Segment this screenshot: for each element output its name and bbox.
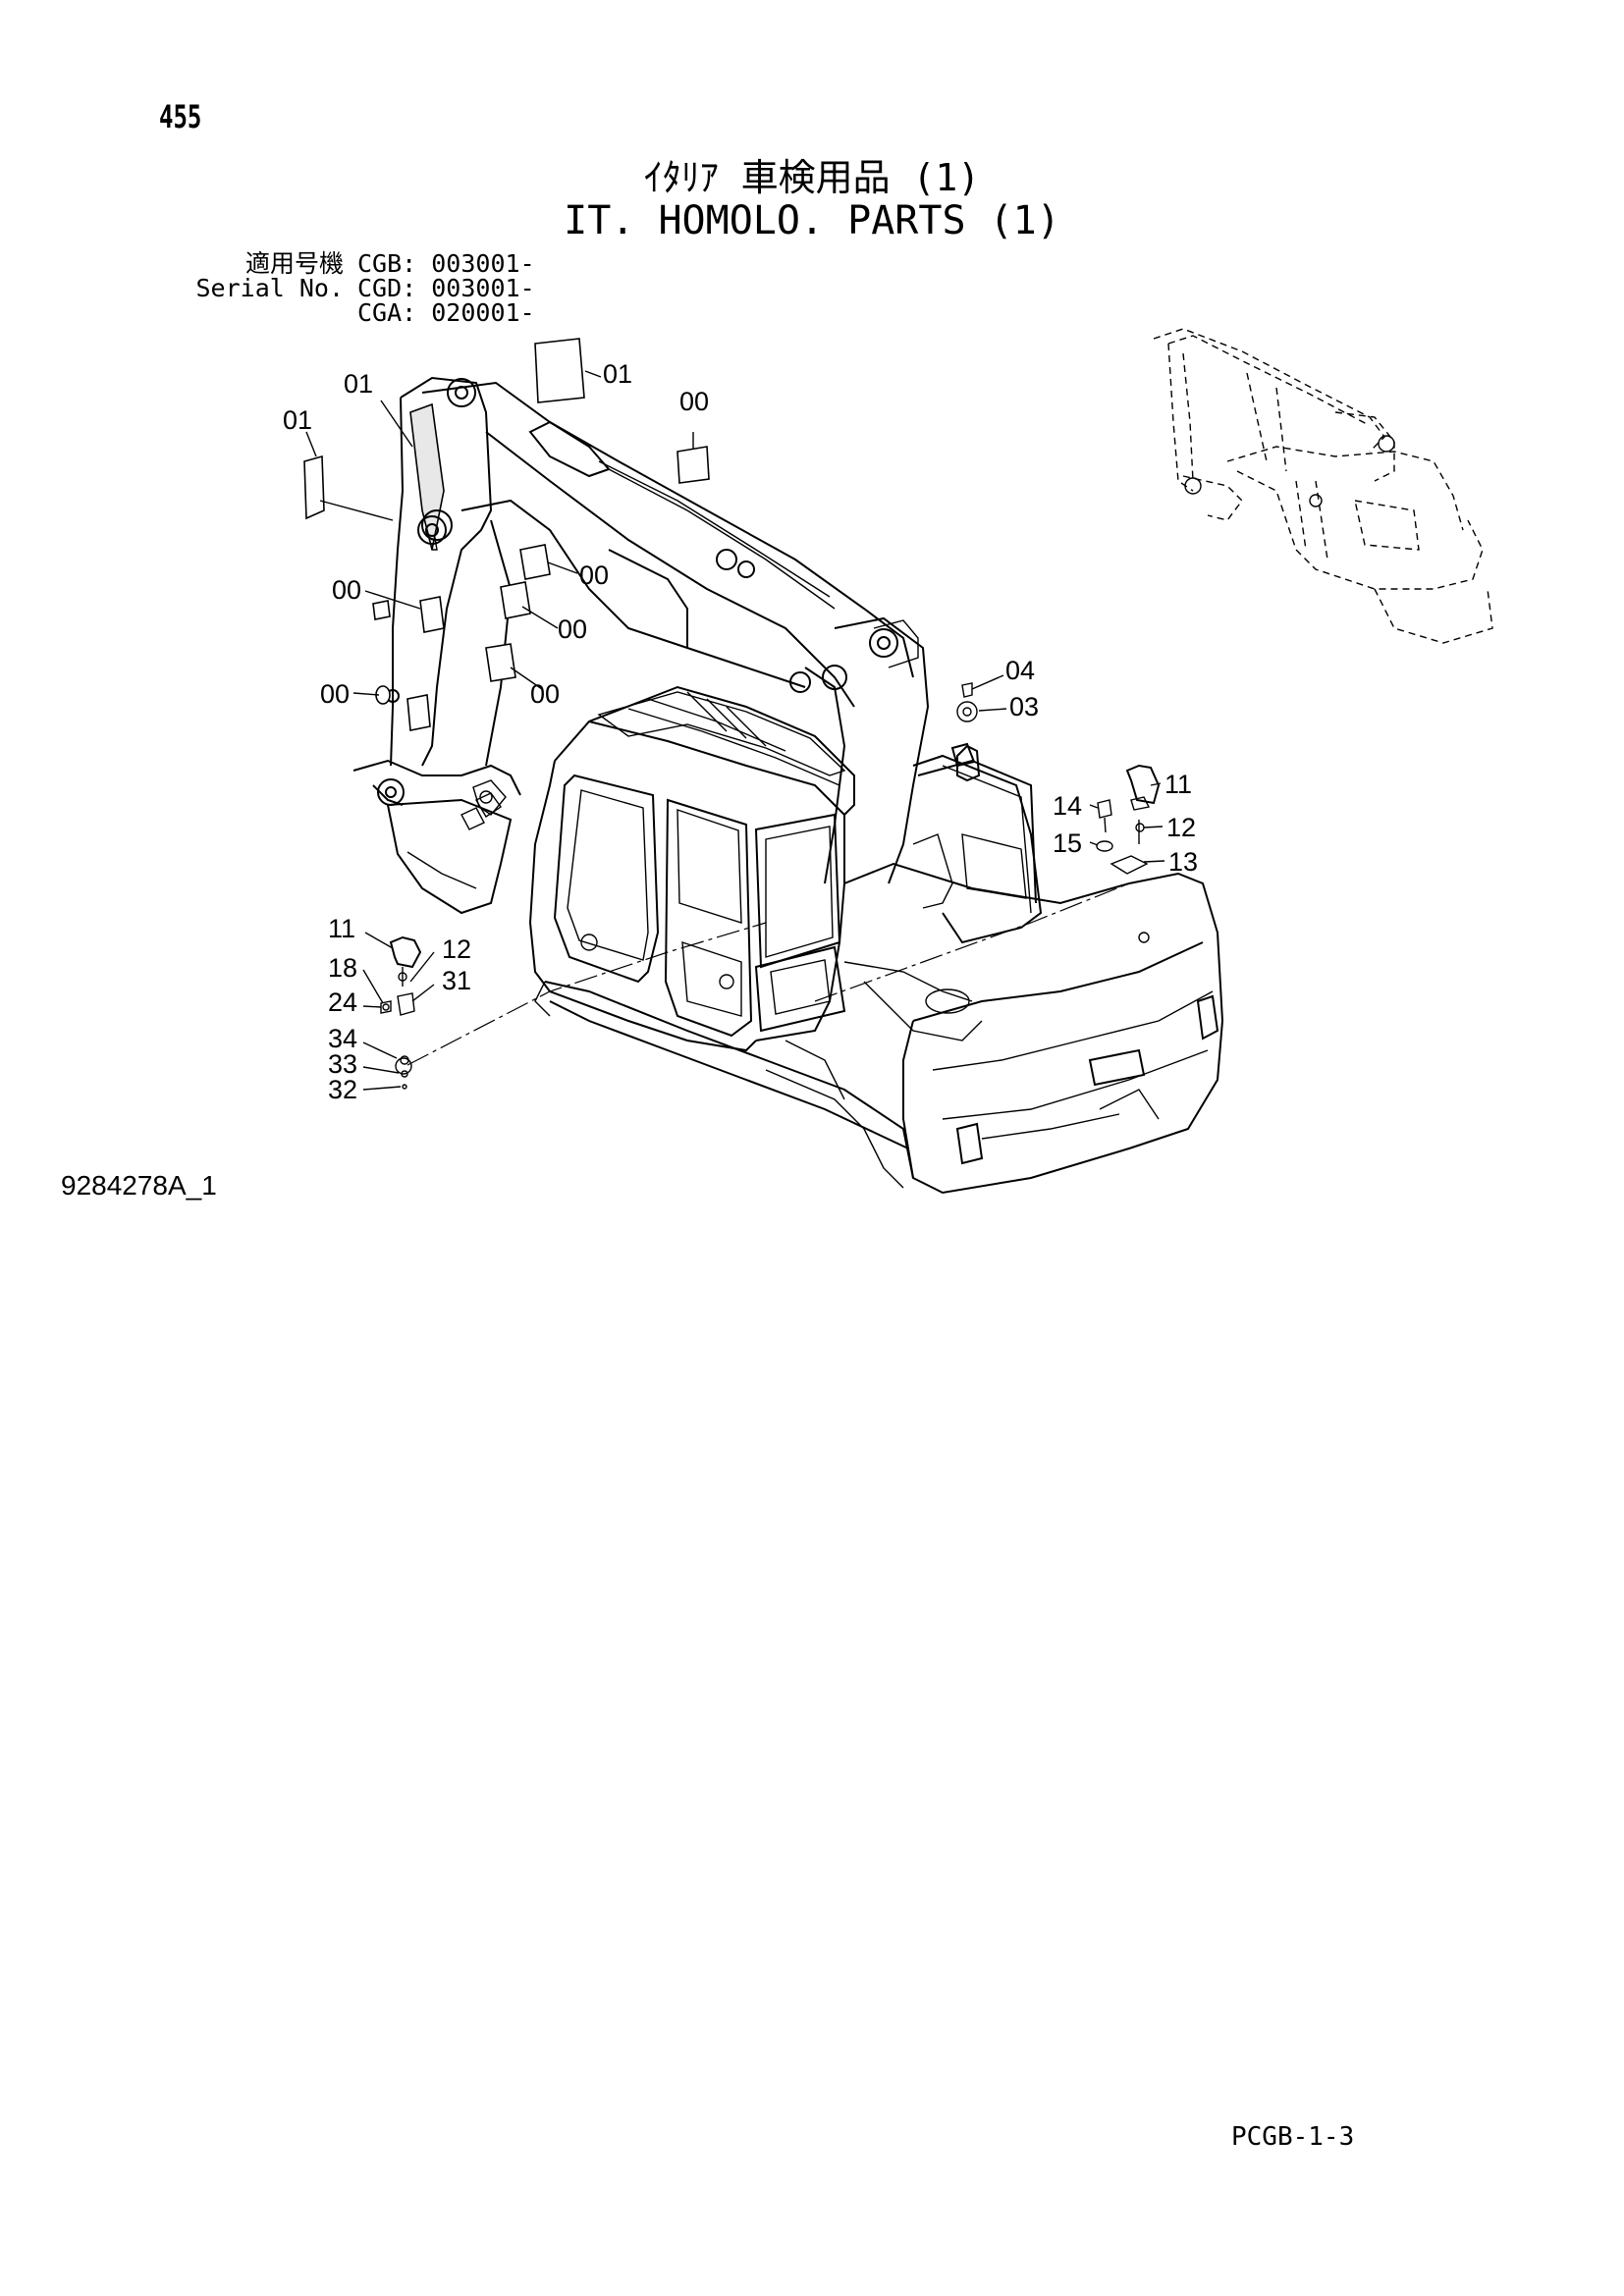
callout-11-left: 11: [328, 914, 355, 943]
serial-row-2: Serial No. CGD: 003001-: [147, 274, 535, 302]
callout-00-left-a: 00: [332, 575, 361, 605]
page-title-english: IT. HOMOLO. PARTS (1): [564, 198, 1060, 243]
decal-00-arm-a: [419, 596, 445, 633]
callout-32: 32: [328, 1075, 357, 1104]
filler-cap-03: [956, 701, 978, 722]
decal-markers: [303, 338, 710, 731]
washer-15: [1096, 840, 1113, 852]
decal-00-arm-b: [406, 694, 431, 731]
callout-11-right: 11: [1164, 770, 1192, 799]
callout-03: 03: [1009, 692, 1039, 721]
page-code: PCGB-1-3: [1231, 2122, 1355, 2152]
pin-32: [402, 1084, 407, 1090]
decal-00-boom-b: [500, 581, 531, 619]
callout-01-top: 01: [603, 359, 632, 389]
bolt-04: [961, 682, 973, 698]
decal-00-small: [372, 600, 391, 620]
machine-thumbnail: [1153, 328, 1493, 644]
figure-identifier: 9284278A_1: [61, 1170, 217, 1201]
decal-00-boom-a: [519, 544, 551, 580]
serial-label-japanese: 適用号機: [244, 249, 344, 278]
callout-00-left-b: 00: [320, 679, 350, 709]
callout-24: 24: [328, 988, 357, 1017]
callout-33: 33: [328, 1049, 357, 1079]
rubber-stop-right: [1125, 764, 1161, 805]
decal-01-left: [303, 454, 325, 520]
bolt-24: [380, 1000, 392, 1014]
callout-00-boom-c: 00: [530, 679, 560, 709]
page-title-japanese: ｲﾀﾘｱ 車検用品 (1): [643, 156, 981, 199]
leader-lines: [305, 370, 1165, 1091]
callout-04: 04: [1005, 656, 1035, 685]
rear-stopper-hardware: [956, 682, 1161, 943]
callout-12-right: 12: [1166, 813, 1196, 842]
front-stopper-hardware: [380, 935, 422, 1090]
callout-01-arm: 01: [344, 369, 373, 399]
serial-code-cgd: CGD: 003001-: [357, 274, 535, 302]
decal-00-boom-c: [485, 643, 516, 682]
bracket-13: [1110, 855, 1149, 875]
callout-01-left: 01: [283, 405, 312, 435]
callout-numbers: 01 01 01 00 00 00 00 00 00 04 03 11 14 1…: [283, 359, 1198, 1104]
callout-13: 13: [1168, 847, 1198, 877]
callout-14: 14: [1053, 791, 1082, 821]
callout-00-boom-b: 00: [558, 614, 587, 644]
serial-code-cga: CGA: 020001-: [357, 298, 535, 327]
center-lines: [406, 882, 1130, 1066]
plate-31: [397, 992, 415, 1016]
callout-12-left: 12: [442, 934, 471, 964]
washer-34: [400, 1055, 409, 1065]
rubber-stop-left: [389, 935, 422, 969]
callout-00-boom-a: 00: [579, 561, 609, 590]
excavator-main-drawing: [352, 376, 1224, 1195]
serial-row-3: CGA: 020001-: [147, 300, 535, 325]
bolt-14: [1097, 799, 1112, 819]
serial-label-english: Serial No.: [195, 274, 344, 302]
callout-00-top: 00: [679, 387, 709, 416]
page-number: 455: [159, 98, 202, 135]
callout-34: 34: [328, 1024, 357, 1053]
serial-code-cgb: CGB: 003001-: [357, 249, 535, 278]
callout-15: 15: [1053, 828, 1082, 858]
callout-31: 31: [442, 966, 471, 995]
decal-00-top: [677, 446, 710, 484]
callout-18: 18: [328, 953, 357, 983]
serial-row-1: 適用号機 CGB: 003001-: [147, 251, 535, 276]
decal-01-top: [534, 338, 585, 403]
